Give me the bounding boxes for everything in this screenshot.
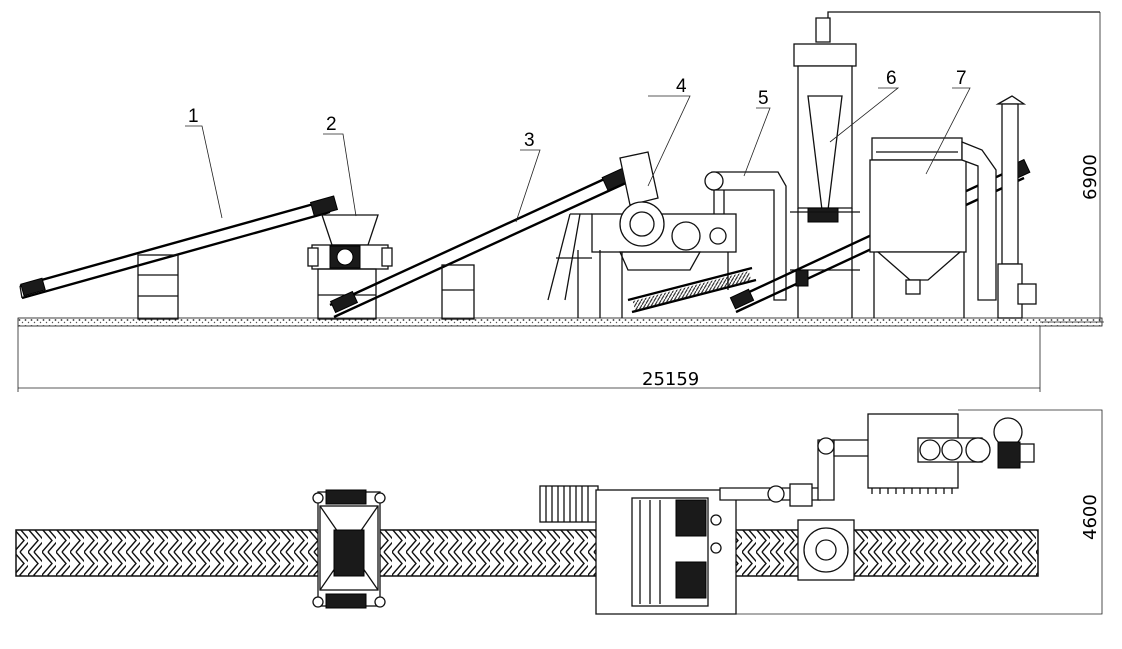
- plan-crusher-platform: [595, 489, 737, 615]
- crusher-4: [547, 151, 757, 318]
- callout-5: 5: [758, 88, 769, 109]
- duct-5: [704, 171, 787, 301]
- cyclone-6: [790, 17, 860, 318]
- plan-shredder: [312, 489, 386, 609]
- dimension-height: 6900: [1080, 154, 1101, 200]
- conveyor-3: [329, 166, 631, 320]
- ground-line: [17, 317, 1103, 327]
- dimension-length: [17, 326, 1041, 392]
- plan-view: 4600: [15, 409, 1103, 615]
- dimension-width-lines: [596, 409, 1103, 615]
- dimension-width: 4600: [1080, 494, 1101, 540]
- dimension-total-length: 25159: [642, 369, 699, 390]
- shredder-2: [307, 214, 393, 320]
- callout-3: 3: [524, 130, 535, 151]
- callout-1: 1: [188, 106, 199, 127]
- callout-6: 6: [886, 68, 897, 89]
- callout-leaders: [185, 87, 971, 223]
- callout-4: 4: [676, 76, 687, 97]
- plan-duct-system: [719, 413, 1035, 581]
- callout-2: 2: [326, 114, 337, 135]
- conveyor-1: [19, 195, 339, 320]
- dimension-extension-top: [827, 11, 1100, 18]
- plan-conveyor-belt: [15, 529, 1039, 577]
- dimension-height-lines: [1040, 12, 1104, 323]
- dust-collector-7: [869, 95, 1037, 319]
- callout-7: 7: [956, 68, 967, 89]
- plan-stair: [539, 485, 599, 523]
- elevation-view: 1 2 3 4 5 6 7 25159 6900: [17, 11, 1104, 392]
